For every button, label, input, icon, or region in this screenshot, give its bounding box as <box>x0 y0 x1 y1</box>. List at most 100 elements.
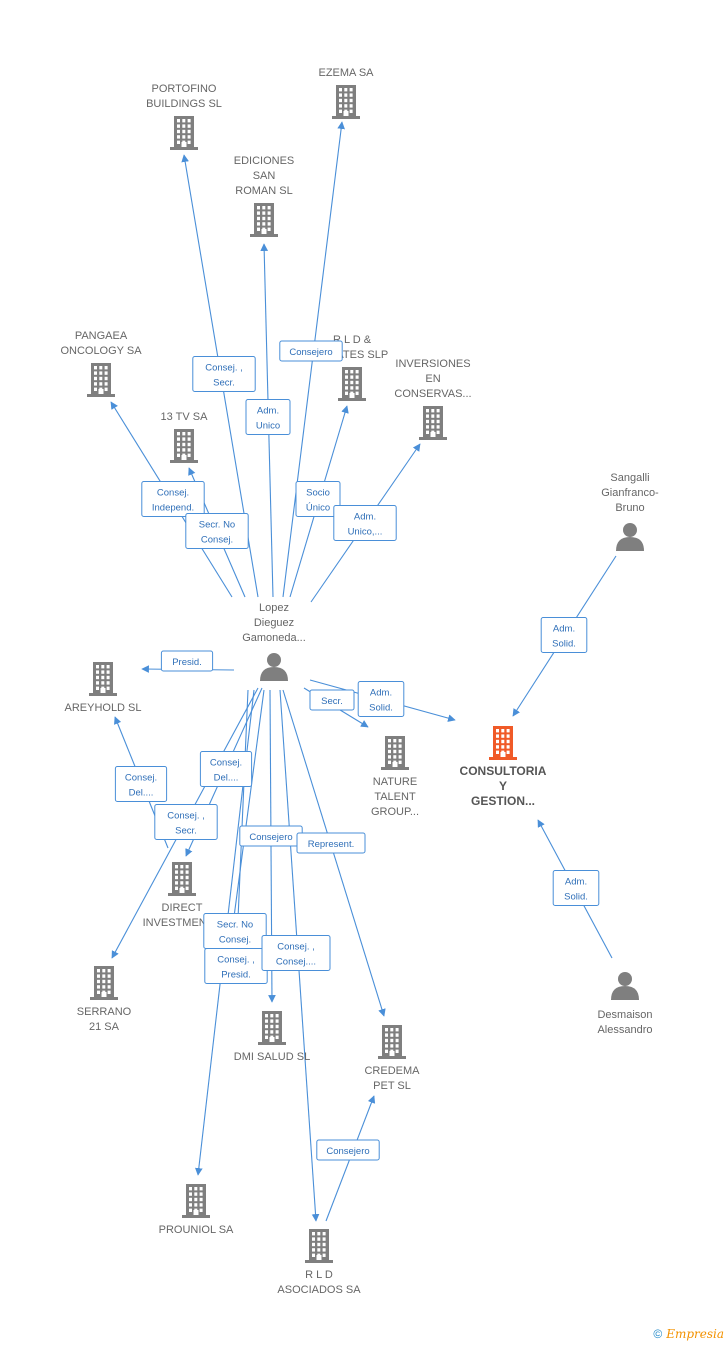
node-label: ROMAN SL <box>235 185 292 197</box>
building-icon <box>170 429 198 463</box>
edge-label-text: Consej.... <box>276 957 316 968</box>
edge-label-text: Secr. <box>175 826 197 837</box>
building-icon <box>87 363 115 397</box>
node-label: Bruno <box>615 502 644 514</box>
node-label: NATURE <box>373 776 417 788</box>
edge-label-desmaison-to-consultoria[interactable]: Adm. Solid. <box>552 870 600 906</box>
node-label: EDICIONES <box>234 155 295 167</box>
person-icon <box>260 653 288 681</box>
node-label: CREDEMA <box>364 1065 420 1077</box>
node-label: Gianfranco- <box>601 487 659 499</box>
node-label: SAN <box>253 170 276 182</box>
node-consultoria[interactable]: CONSULTORIAYGESTION... <box>460 726 547 808</box>
edge-label-text: Adm. <box>354 512 376 523</box>
node-label: BUILDINGS SL <box>146 98 222 110</box>
edge-label-lopez-to-direct[interactable]: Consej.Del.... <box>199 751 253 787</box>
edge-label-lopez-to-dmi[interactable]: Consejero <box>239 825 303 847</box>
node-label: GROUP... <box>371 806 419 818</box>
edge-label-lopez-to-nature[interactable]: Secr. <box>309 689 355 711</box>
edge-label-lopez-to-rld_asociados[interactable]: Consej. , Consej.... <box>261 935 331 971</box>
node-label: EN <box>425 373 440 385</box>
edge-label-lopez-to-ediciones[interactable]: Adm.Unico <box>245 399 291 435</box>
edge-label-text: Secr. No <box>217 920 253 931</box>
edge-label-text: Solid. <box>552 639 576 650</box>
edge-label-text: Adm. <box>257 406 279 417</box>
node-label: ASOCIADOS SA <box>277 1284 361 1296</box>
node-dmi[interactable]: DMI SALUD SL <box>234 1011 310 1063</box>
node-label: PROUNIOL SA <box>159 1224 234 1236</box>
node-label: SERRANO <box>77 1006 132 1018</box>
edge-label-text: Presid. <box>172 657 202 668</box>
building-icon <box>250 203 278 237</box>
node-label: Lopez <box>259 602 289 614</box>
edge-label-text: Consej. <box>157 488 189 499</box>
building-icon <box>305 1229 333 1263</box>
edge-label-text: Consej. , <box>277 942 315 953</box>
building-icon <box>332 85 360 119</box>
edge-label-text: Secr. <box>321 696 343 707</box>
node-label: 13 TV SA <box>161 411 209 423</box>
edge-label-direct-to-areyhold[interactable]: Consej.Del.... <box>114 766 168 802</box>
edge-label-text: Adm. <box>565 877 587 888</box>
edge-label-text: Represent. <box>308 839 354 850</box>
person-icon <box>611 972 639 1000</box>
node-label: R L D <box>305 1269 333 1281</box>
edge-label-text: Consej. , <box>217 955 255 966</box>
building-icon <box>489 726 517 760</box>
edge-label-text: Adm. <box>370 688 392 699</box>
building-icon <box>170 116 198 150</box>
node-rld-asociados[interactable]: R L D ASOCIADOS SA <box>277 1229 361 1296</box>
node-label: Gamoneda... <box>242 632 306 644</box>
edge-label-lopez-to-inversiones[interactable]: Adm.Unico,... <box>333 505 397 541</box>
edge-label-text: Solid. <box>564 892 588 903</box>
node-direct[interactable]: DIRECTINVESTMENT... <box>143 862 222 929</box>
node-label: DIRECT <box>162 902 203 914</box>
edge-label-lopez-to-pangaea[interactable]: Consej.Independ. <box>141 481 205 517</box>
edge-label-text: Consej. <box>219 935 251 946</box>
edge-label-text: Del.... <box>214 773 239 784</box>
edge-label-text: Adm. <box>553 624 575 635</box>
edge-label-lopez-to-dmi[interactable]: Consej. ,Presid. <box>204 948 268 984</box>
edge-label-lopez-to-portofino[interactable]: Consej. , Secr. <box>192 356 256 392</box>
building-icon <box>89 662 117 696</box>
edge-label-text: Consej. , <box>205 363 243 374</box>
edge-labels-layer: Consej. ,Secr.ConsejeroAdm.UnicoConsej.I… <box>114 340 600 1161</box>
edge-label-text: Consejero <box>289 347 332 358</box>
building-icon <box>419 406 447 440</box>
edge-label-text: Consej. , <box>167 811 205 822</box>
node-inversiones[interactable]: INVERSIONESENCONSERVAS... <box>394 358 472 440</box>
edge-label-lopez-to-areyhold[interactable]: Presid. <box>160 650 214 672</box>
building-icon <box>338 367 366 401</box>
node-tv13[interactable]: 13 TV SA <box>161 411 209 463</box>
node-lopez[interactable]: LopezDieguezGamoneda... <box>242 602 306 681</box>
edge-label-sangalli-to-consultoria[interactable]: Adm. Solid. <box>540 617 588 653</box>
edge-label-rld_asociados-to-credema[interactable]: Consejero <box>316 1139 380 1161</box>
edge-label-lopez-to-serrano[interactable]: Consej. , Secr. <box>154 804 218 840</box>
edge-label-text: Secr. <box>213 378 235 389</box>
node-label: CONSERVAS... <box>394 388 471 400</box>
node-ezema[interactable]: EZEMA SA <box>318 67 374 119</box>
edge-label-lopez-to-consultoria[interactable]: Adm.Solid. <box>357 681 405 717</box>
node-ediciones[interactable]: EDICIONES SAN ROMAN SL <box>234 155 295 237</box>
edge-label-lopez-to-dmi[interactable]: Secr. No Consej. <box>203 913 267 949</box>
node-label: EZEMA SA <box>318 67 374 79</box>
node-label: GESTION... <box>471 794 535 808</box>
node-label: CONSULTORIA <box>460 764 547 778</box>
node-areyhold[interactable]: AREYHOLD SL <box>64 662 142 714</box>
edge-label-lopez-to-ezema[interactable]: Consejero <box>279 340 343 362</box>
edge-label-text: Consej. <box>201 535 233 546</box>
edge-label-lopez-to-credema[interactable]: Represent. <box>296 832 366 854</box>
node-label: PANGAEA <box>75 330 128 342</box>
node-prouniol[interactable]: PROUNIOL SA <box>159 1184 234 1236</box>
brand-footer[interactable]: ©Empresia <box>653 1327 724 1341</box>
node-nature[interactable]: NATURETALENTGROUP... <box>371 736 419 818</box>
